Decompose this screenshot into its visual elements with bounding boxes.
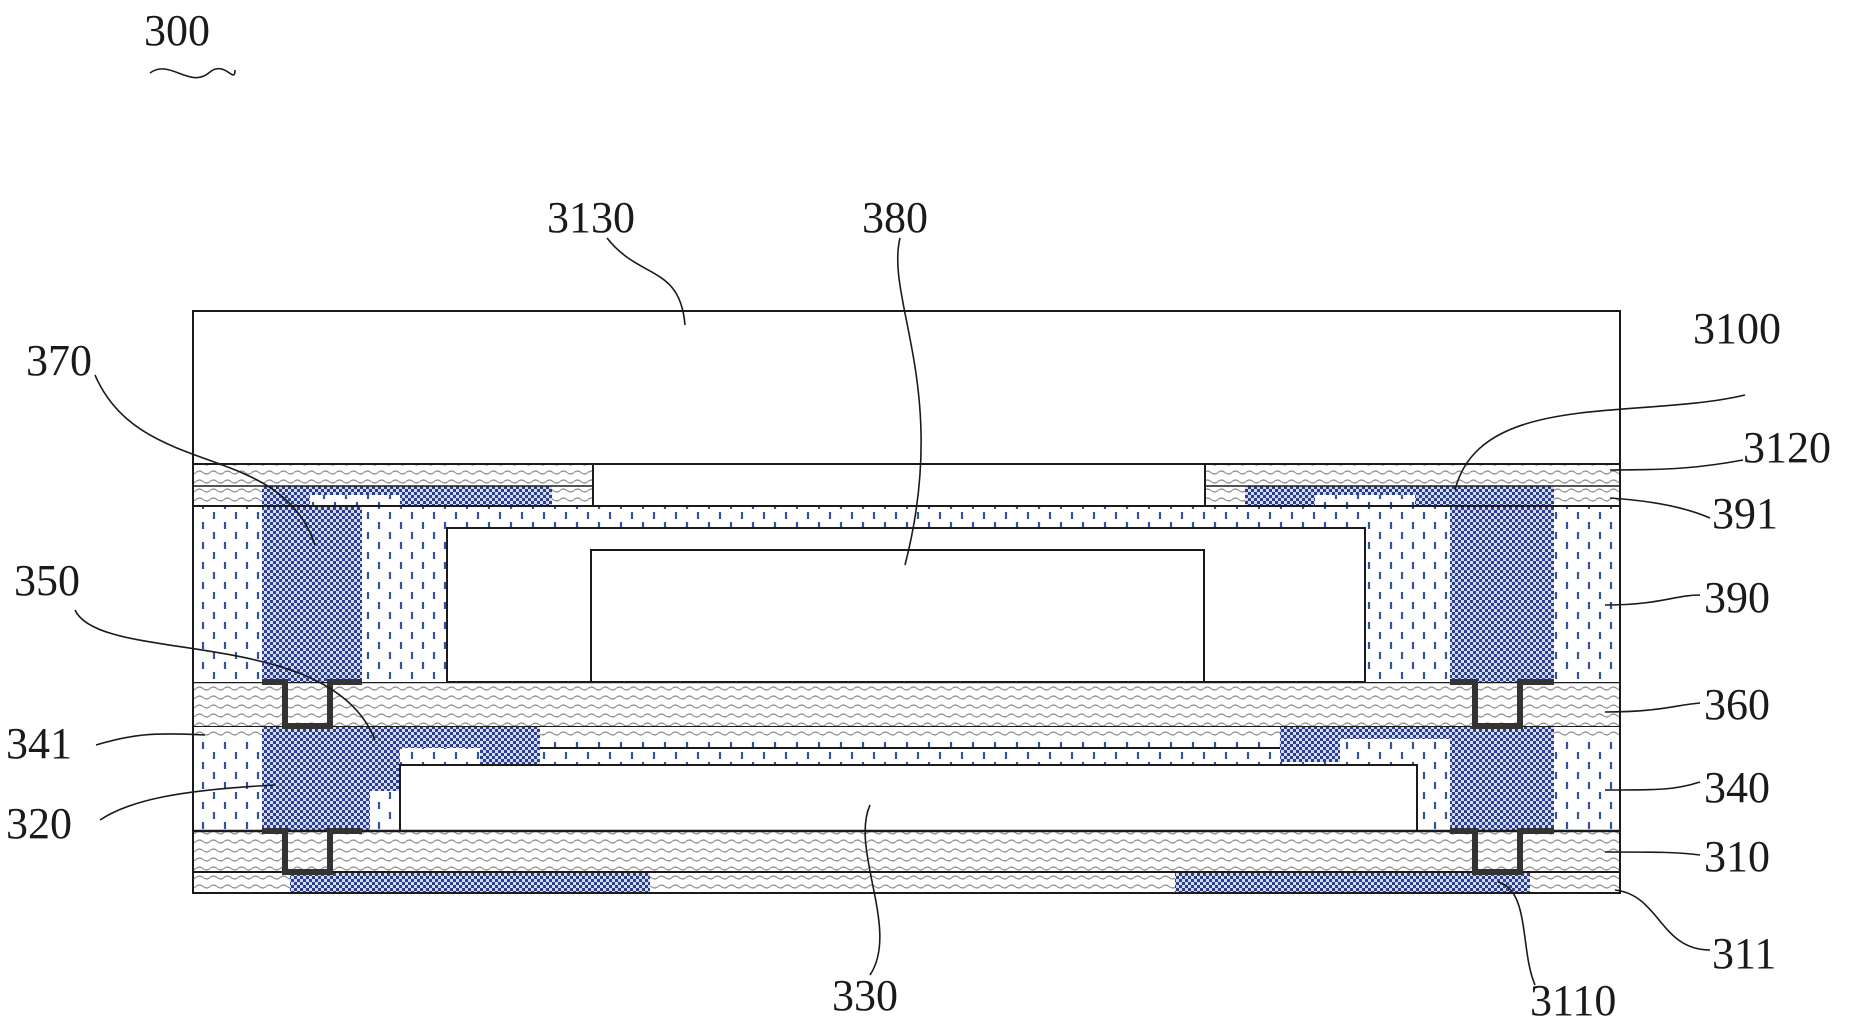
layer-360 [193, 682, 1620, 726]
leader-300 [149, 67, 236, 79]
leader-391 [1609, 497, 1711, 519]
label-360: 360 [1704, 680, 1770, 729]
leader-lines [74, 67, 1746, 986]
layer-341 [193, 726, 1620, 764]
cover-3130 [192, 310, 1621, 465]
leader-390 [1604, 594, 1701, 606]
label-350: 350 [14, 556, 80, 605]
label-300: 300 [144, 6, 210, 55]
leader-360 [1604, 702, 1701, 713]
leader-310 [1604, 851, 1701, 856]
layer-310 [193, 831, 1620, 872]
metal-370 [262, 506, 362, 682]
leader-350 [74, 609, 376, 741]
cavity-330 [399, 764, 1418, 832]
leader-340 [1604, 781, 1701, 791]
component-380 [590, 549, 1205, 683]
leader-311 [1614, 889, 1711, 951]
leader-341 [95, 733, 206, 746]
label-341: 341 [6, 719, 72, 768]
label-3130: 3130 [547, 193, 635, 242]
label-340: 340 [1704, 763, 1770, 812]
leader-3130 [606, 237, 686, 326]
metal-370-right [1450, 506, 1554, 682]
leader-3120 [1609, 459, 1744, 471]
label-380: 380 [862, 193, 928, 242]
label-310: 310 [1704, 832, 1770, 881]
label-330: 330 [832, 971, 898, 1020]
leader-3100 [1454, 394, 1746, 491]
layer-3120 [193, 464, 1620, 495]
leader-3110 [1497, 881, 1536, 986]
label-311: 311 [1712, 929, 1776, 978]
label-3100: 3100 [1693, 304, 1781, 353]
label-370: 370 [26, 336, 92, 385]
metal-320-right [1450, 739, 1554, 831]
conductor-3110 [290, 872, 1530, 893]
leader-320 [99, 784, 276, 821]
leader-370 [94, 374, 316, 546]
label-3110: 3110 [1530, 976, 1616, 1025]
leader-330 [864, 804, 881, 976]
label-320: 320 [6, 799, 72, 848]
leader-380 [896, 237, 922, 566]
label-391: 391 [1712, 489, 1778, 538]
via-3100-steps [262, 679, 1554, 875]
label-390: 390 [1704, 573, 1770, 622]
label-3120: 3120 [1743, 423, 1831, 472]
